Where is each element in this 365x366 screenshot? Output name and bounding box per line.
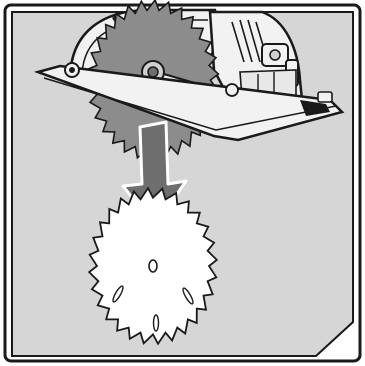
motor-screw: [270, 50, 280, 60]
guard-pivot: [226, 84, 238, 96]
blade-arbor-hole: [149, 260, 157, 272]
arbor-nut: [148, 67, 158, 77]
front-tab: [318, 92, 332, 102]
